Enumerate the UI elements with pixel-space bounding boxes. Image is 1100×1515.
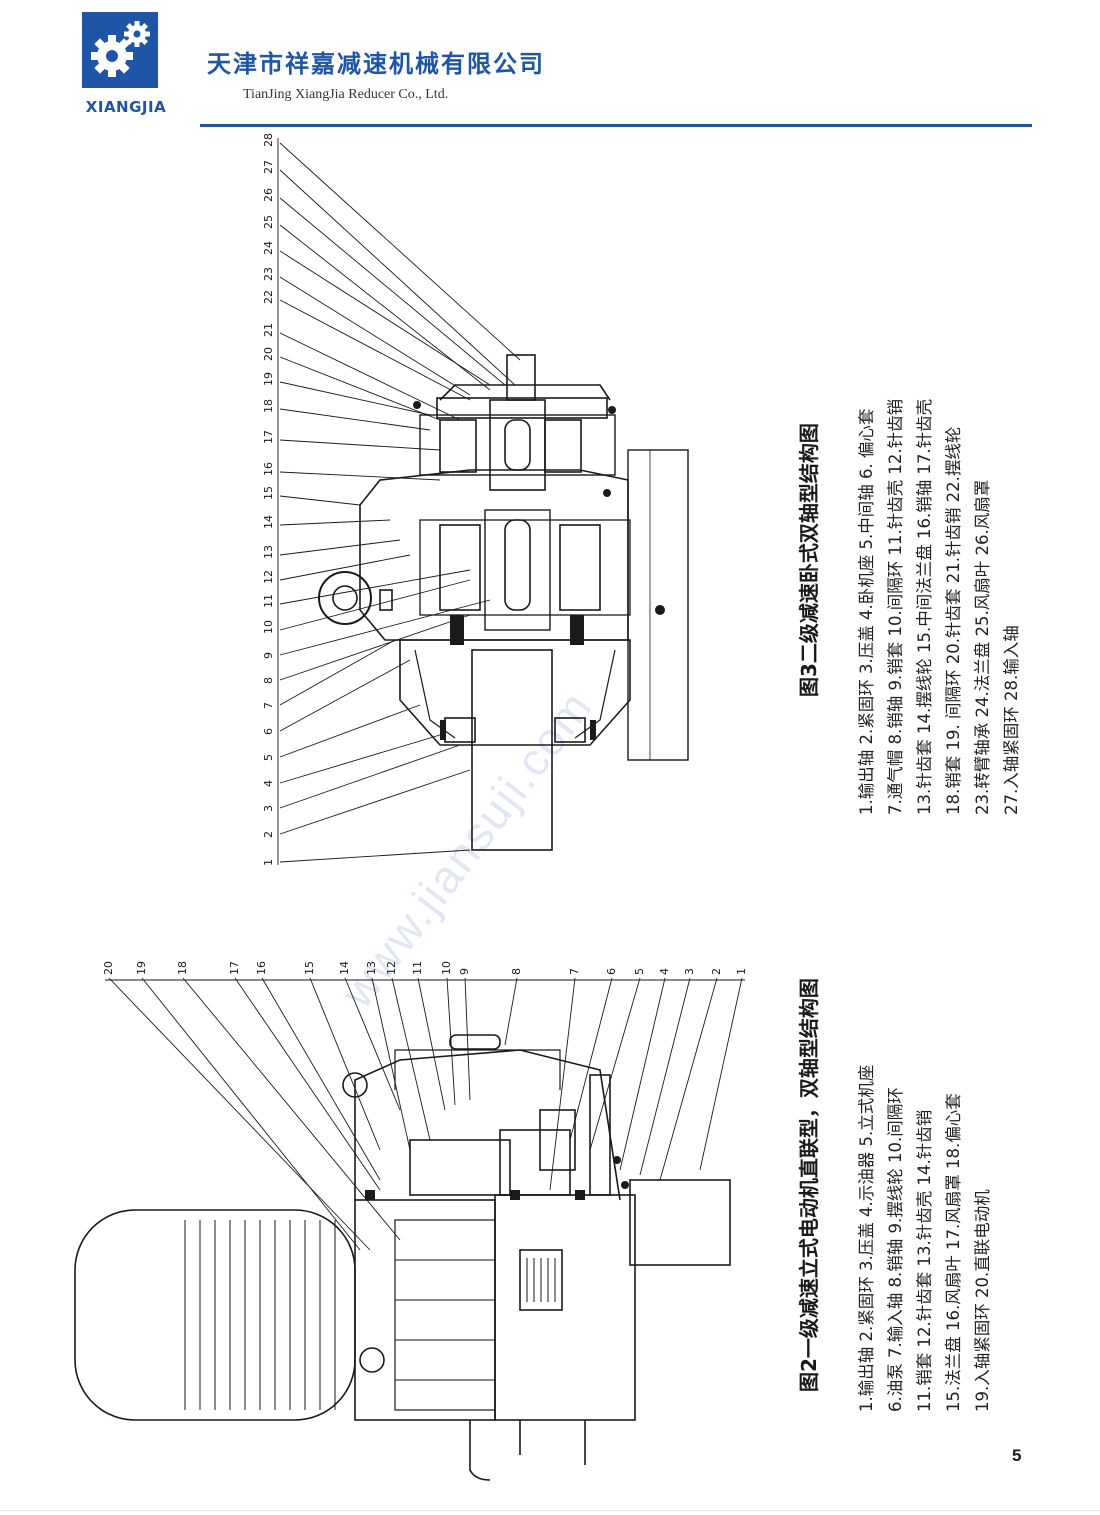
fig3-callout-number: 2 xyxy=(262,831,275,838)
fig2-output-shaft xyxy=(629,1179,731,1266)
fig3-callout-number: 7 xyxy=(262,702,275,709)
figure2-legend-line: 15.法兰盘 16.风扇叶 17.风扇罩 18.偏心套 xyxy=(944,1093,963,1412)
fig3-callout-number: 28 xyxy=(262,133,275,147)
fig2-callout-number: 1 xyxy=(735,968,748,975)
figure3-title: 图3二级减速卧式双轴型结构图 xyxy=(797,423,821,697)
fig3-callout-number: 9 xyxy=(262,652,275,659)
figure3-legend-line: 23.转臂轴承 24.法兰盘 25.风扇叶 26.风扇罩 xyxy=(973,479,992,815)
fig3-callout-number: 3 xyxy=(262,805,275,812)
fig2-callout-number: 17 xyxy=(228,961,241,975)
fig3-callout-number: 10 xyxy=(262,620,275,634)
fig2-callout-number: 14 xyxy=(338,961,351,975)
page-number: 5 xyxy=(1012,1446,1022,1465)
gears-logo-icon xyxy=(91,21,150,77)
fig3-callout-number: 22 xyxy=(262,290,275,304)
fig2-callout-number: 6 xyxy=(605,968,618,975)
figure3-legend-line: 18.销套 19. 间隔环 20.针齿套 21.针齿销 22.摆线轮 xyxy=(944,426,963,815)
fig2-callout-number: 16 xyxy=(255,961,268,975)
fig2-callout-number: 8 xyxy=(510,968,523,975)
fig2-callout-number: 10 xyxy=(440,961,453,975)
fig2-callout-number: 15 xyxy=(303,961,316,975)
figure3-legend-line: 7.通气帽 8.销轴 9.销套 10.间隔环 11.针齿壳 12.针齿销 xyxy=(886,398,905,815)
fig3-callout-number: 20 xyxy=(262,347,275,361)
fig3-output-shaft xyxy=(471,649,553,851)
fig3-callout-number: 21 xyxy=(262,323,275,337)
figure2-legend-line: 6.油泵 7.输入轴 8.销轴 9.摆线轮 10.间隔环 xyxy=(886,1087,905,1412)
fig3-callout-number: 1 xyxy=(262,859,275,866)
figure3-legend-line: 1.输出轴 2.紧固环 3.压盖 4.卧机座 5.中间轴 6. 偏心套 xyxy=(857,408,876,815)
company-name-en: TianJing XiangJia Reducer Co., Ltd. xyxy=(243,87,449,102)
fig3-callout-number: 24 xyxy=(262,241,275,255)
fig2-callout-number: 9 xyxy=(458,968,471,975)
figure3-legend-line: 13.针齿套 14.摆线轮 15.中间法兰盘 16.销轴 17.针齿壳 xyxy=(915,398,934,815)
fig3-callout-number: 16 xyxy=(262,462,275,476)
company-logo xyxy=(82,12,158,88)
fig3-callout-number: 27 xyxy=(262,160,275,174)
fig3-callout-number: 23 xyxy=(262,267,275,281)
figure3-callout-numbers: 1234567891011121314151617181920212223242… xyxy=(262,133,275,866)
company-name-cn: 天津市祥嘉减速机械有限公司 xyxy=(207,50,545,78)
fig2-callout-number: 5 xyxy=(633,968,646,975)
fig3-callout-number: 6 xyxy=(262,728,275,735)
fig3-callout-number: 17 xyxy=(262,430,275,444)
fig3-callout-number: 15 xyxy=(262,486,275,500)
fig2-callout-number: 4 xyxy=(658,968,671,975)
fig3-callout-number: 18 xyxy=(262,399,275,413)
figure3-leader-lines xyxy=(277,138,521,865)
figure3-legend-line: 27.入轴紧固环 28.输入轴 xyxy=(1002,625,1021,815)
fig3-callout-number: 12 xyxy=(262,570,275,584)
fig2-callout-number: 2 xyxy=(710,968,723,975)
logo-wordmark: XIANGJIA xyxy=(85,98,167,116)
fig3-callout-number: 19 xyxy=(262,372,275,386)
fig3-callout-number: 8 xyxy=(262,677,275,684)
fig3-callout-number: 13 xyxy=(262,545,275,559)
footer-divider xyxy=(0,1510,1100,1511)
figure2-legend-line: 1.输出轴 2.紧固环 3.压盖 4.示油器 5.立式机座 xyxy=(857,1064,876,1412)
fig2-callout-number: 11 xyxy=(411,961,424,975)
figure2-title: 图2一级减速立式电动机直联型，双轴型结构图 xyxy=(797,978,821,1392)
fig2-callout-number: 19 xyxy=(135,961,148,975)
fig2-callout-number: 3 xyxy=(683,968,696,975)
fig2-callout-number: 12 xyxy=(385,961,398,975)
fig2-callout-number: 13 xyxy=(365,961,378,975)
fig2-callout-number: 7 xyxy=(568,968,581,975)
fig2-callout-number: 18 xyxy=(176,961,189,975)
fig3-callout-number: 26 xyxy=(262,188,275,202)
fig3-callout-number: 4 xyxy=(262,780,275,787)
fig3-callout-number: 14 xyxy=(262,515,275,529)
figure2-legend-line: 11.销套 12.针齿套 13.针齿壳 14.针齿销 xyxy=(915,1109,934,1412)
figure2-leader-lines xyxy=(105,977,745,1251)
figure2-legend-line: 19.入轴紧固环 20.直联电动机 xyxy=(973,1189,992,1412)
fig3-callout-number: 25 xyxy=(262,215,275,229)
fig3-callout-number: 11 xyxy=(262,594,275,608)
header-divider xyxy=(200,124,1032,127)
fig2-callout-number: 20 xyxy=(102,961,115,975)
fig3-callout-number: 5 xyxy=(262,754,275,761)
